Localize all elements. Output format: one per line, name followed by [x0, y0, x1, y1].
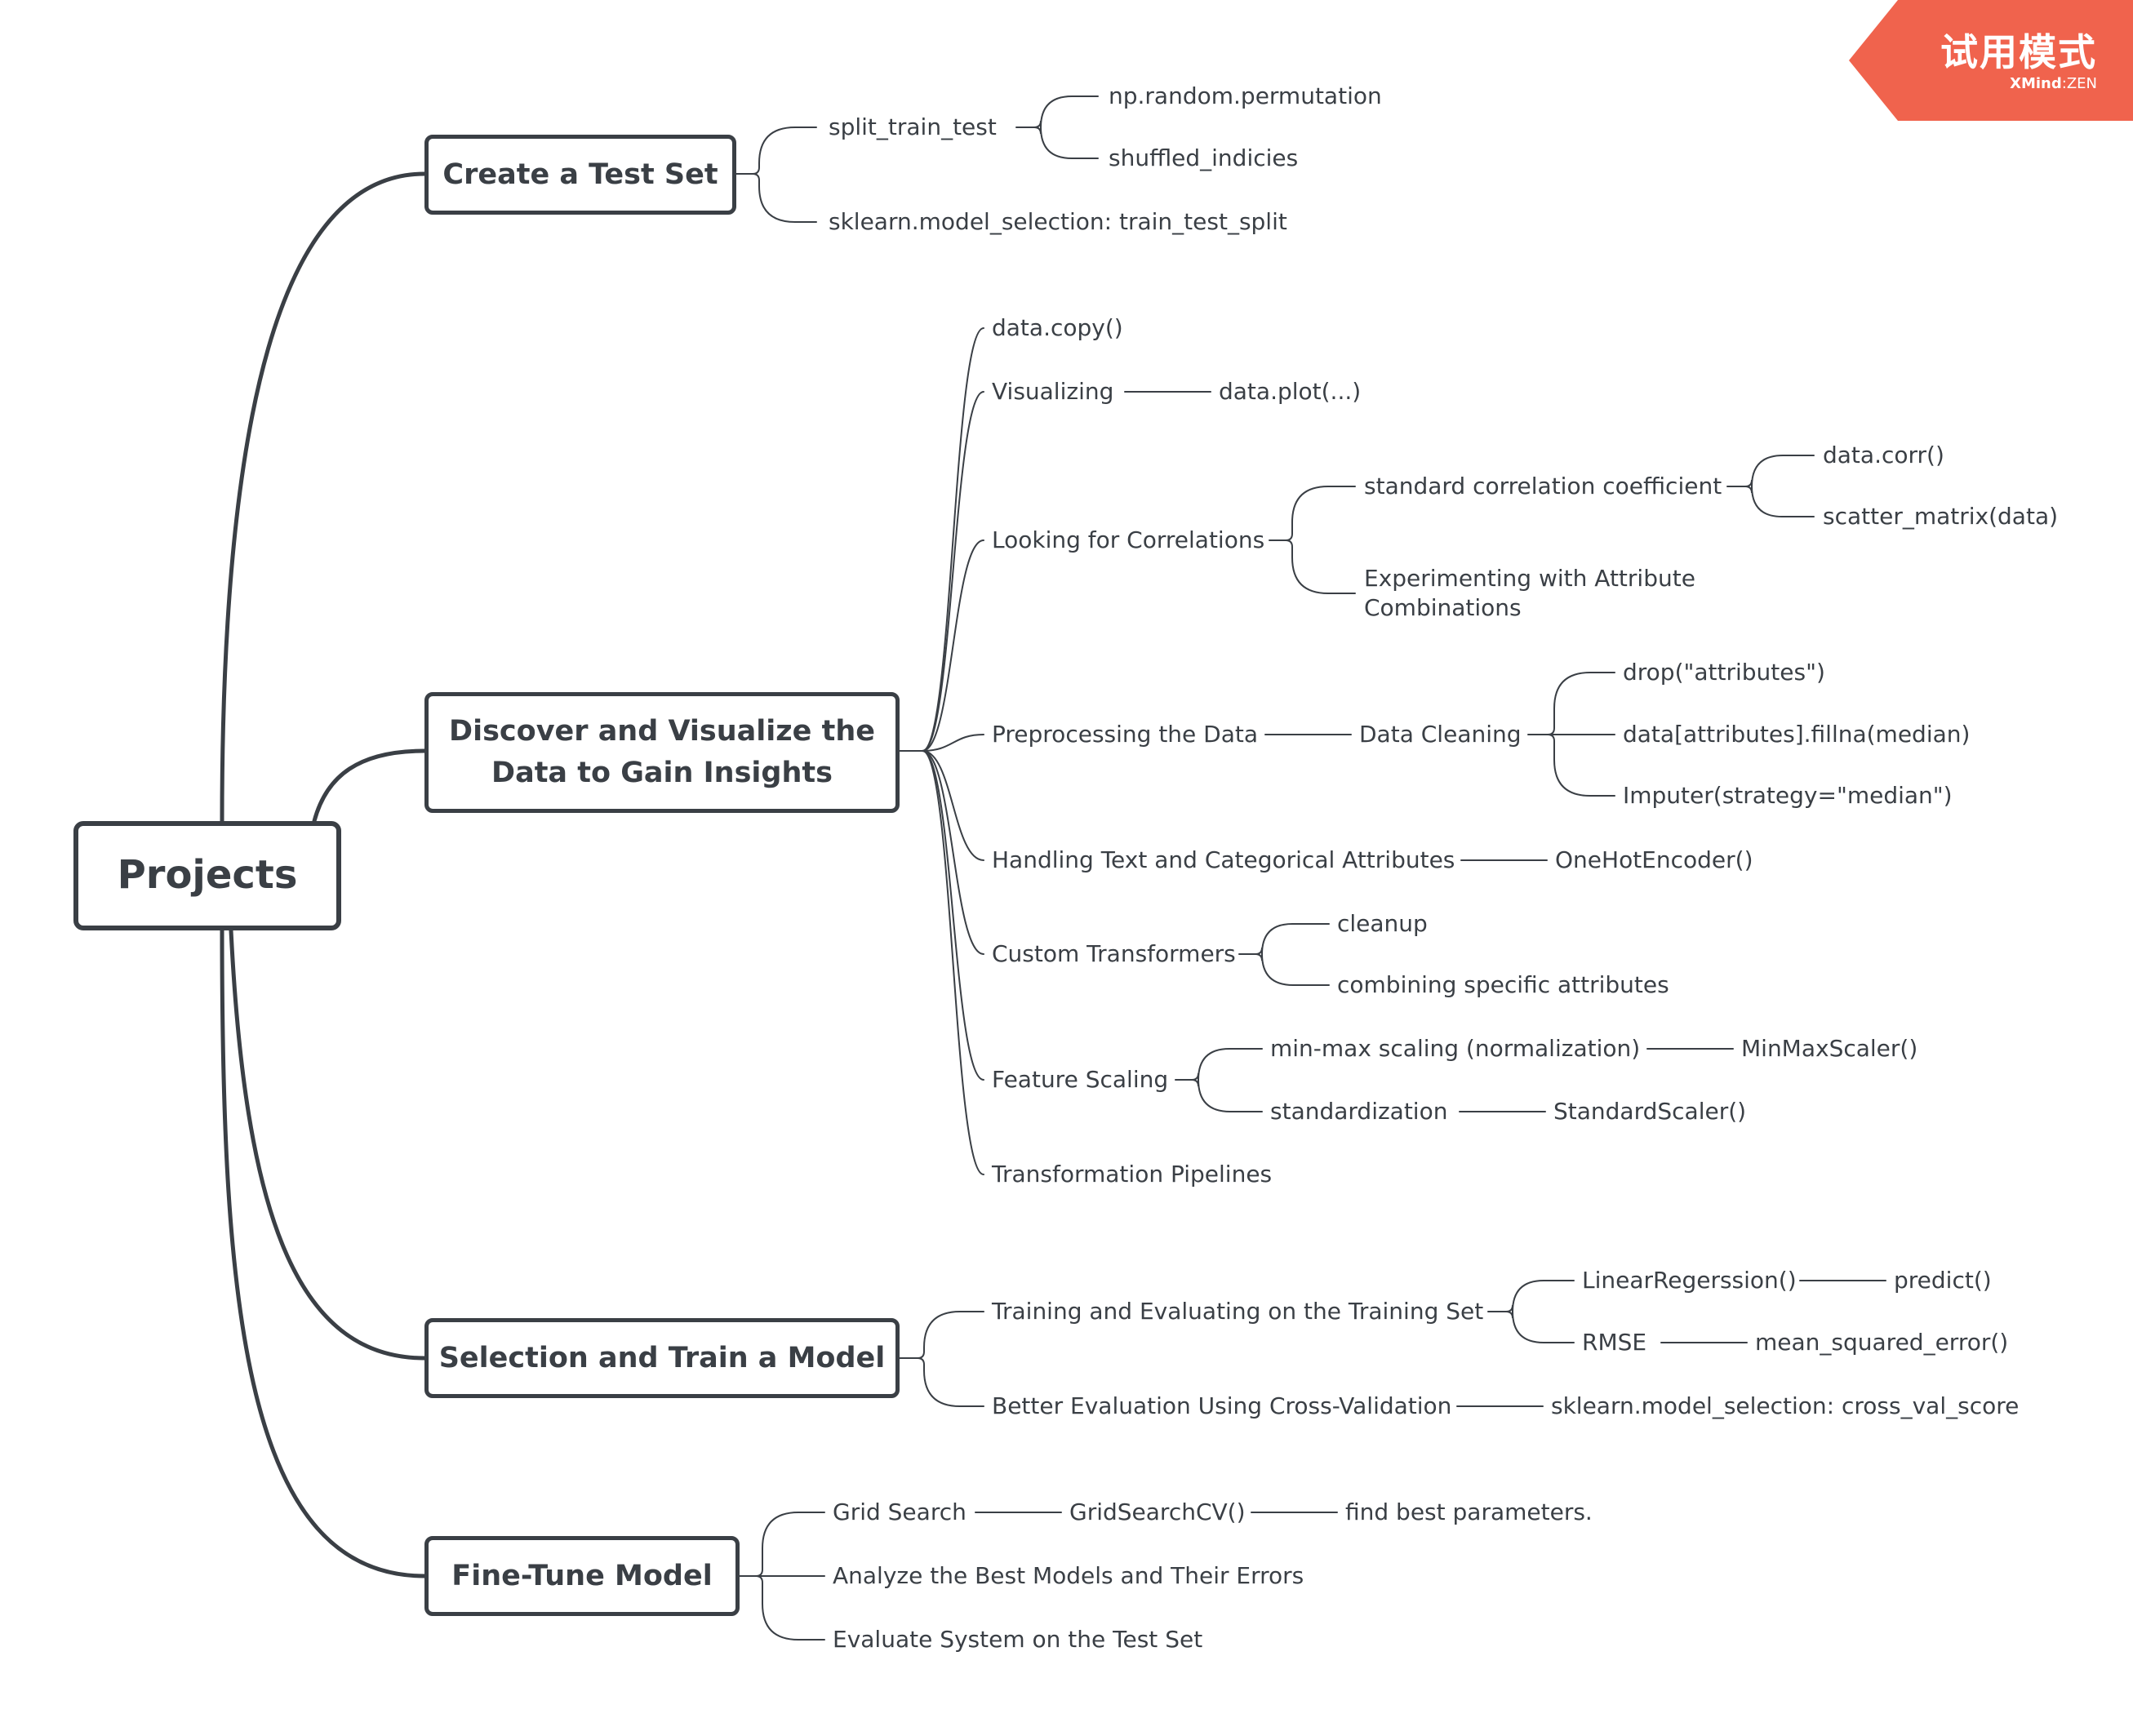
node-looking-for-correlations[interactable]: Looking for Correlations: [992, 526, 1265, 553]
root-link-select: [229, 928, 427, 1361]
discover-branch-line: [922, 327, 984, 752]
cleaning-branch-line: [1547, 734, 1615, 797]
node-find-best-parameters[interactable]: find best parameters.: [1345, 1498, 1593, 1525]
discover-branch-line: [922, 734, 984, 752]
node-gridsearchcv[interactable]: GridSearchCV(): [1069, 1498, 1246, 1525]
finetune-branch-line: [755, 1512, 825, 1577]
node-visualizing[interactable]: Visualizing: [992, 378, 1114, 405]
node-preprocessing[interactable]: Preprocessing the Data: [992, 721, 1259, 748]
node-data-plot[interactable]: data.plot(...): [1219, 378, 1362, 405]
topic-selection-train[interactable]: Selection and Train a Model: [424, 1318, 900, 1398]
split-branch-line: [1033, 127, 1099, 159]
node-linear-regression[interactable]: LinearRegerssion(): [1582, 1267, 1797, 1294]
node-standardization[interactable]: standardization: [1270, 1098, 1448, 1125]
node-combining-attributes[interactable]: combining specific attributes: [1337, 971, 1669, 998]
node-drop-attributes[interactable]: drop("attributes"): [1623, 659, 1825, 686]
node-minmaxscaler[interactable]: MinMaxScaler(): [1741, 1035, 1918, 1062]
node-onehotencoder[interactable]: OneHotEncoder(): [1555, 846, 1753, 873]
node-scatter-matrix[interactable]: scatter_matrix(data): [1823, 503, 2059, 530]
node-standardscaler[interactable]: StandardScaler(): [1553, 1098, 1747, 1125]
node-shuffled-indicies[interactable]: shuffled_indicies: [1109, 144, 1299, 171]
node-cleanup[interactable]: cleanup: [1337, 910, 1428, 937]
node-training-evaluating[interactable]: Training and Evaluating on the Training …: [992, 1298, 1484, 1325]
cleaning-branch-line: [1547, 672, 1615, 735]
scaling-branch-line: [1191, 1048, 1263, 1081]
finetune-branch-line: [755, 1575, 825, 1641]
badge-brand-name: XMind: [2010, 75, 2062, 92]
trial-mode-badge: 试用模式 XMind:ZEN: [1849, 0, 2133, 121]
node-rmse[interactable]: RMSE: [1582, 1329, 1647, 1356]
custom-branch-line: [1255, 923, 1330, 955]
node-experimenting-attributes[interactable]: Experimenting with Attribute Combination…: [1364, 565, 1695, 621]
node-grid-search[interactable]: Grid Search: [833, 1498, 967, 1525]
node-custom-transformers[interactable]: Custom Transformers: [992, 940, 1236, 967]
test-set-branch-line: [752, 173, 817, 223]
node-minmax-scaling[interactable]: min-max scaling (normalization): [1270, 1035, 1641, 1062]
node-fillna-median[interactable]: data[attributes].fillna(median): [1623, 721, 1971, 748]
node-sklearn-train-test-split[interactable]: sklearn.model_selection: train_test_spli…: [829, 208, 1287, 235]
badge-title: 试用模式: [1940, 30, 2097, 74]
topic-fine-tune[interactable]: Fine-Tune Model: [424, 1536, 740, 1616]
node-evaluate-system[interactable]: Evaluate System on the Test Set: [833, 1626, 1203, 1653]
std-corr-branch-line: [1744, 486, 1815, 517]
badge-brand: XMind:ZEN: [2010, 75, 2097, 92]
correlations-branch-line: [1285, 486, 1356, 541]
root-link-finetune: [220, 928, 427, 1578]
node-data-corr[interactable]: data.corr(): [1823, 442, 1944, 468]
node-cross-val-score[interactable]: sklearn.model_selection: cross_val_score: [1551, 1392, 2020, 1419]
badge-shape: [1849, 0, 2133, 121]
root-topic-projects[interactable]: Projects: [73, 821, 341, 930]
badge-brand-separator: :: [2061, 75, 2067, 92]
discover-branch-line: [922, 750, 984, 1081]
discover-branch-line: [922, 750, 984, 1175]
node-better-evaluation[interactable]: Better Evaluation Using Cross-Validation: [992, 1392, 1452, 1419]
node-split-train-test[interactable]: split_train_test: [829, 113, 997, 140]
topic-create-test-set[interactable]: Create a Test Set: [424, 135, 736, 215]
node-feature-scaling[interactable]: Feature Scaling: [992, 1066, 1169, 1093]
node-np-random-permutation[interactable]: np.random.permutation: [1109, 82, 1382, 109]
discover-branch-line: [922, 750, 984, 861]
custom-branch-line: [1255, 953, 1330, 986]
select-branch-line: [917, 1357, 984, 1407]
scaling-branch-line: [1191, 1079, 1263, 1112]
badge-brand-edition: ZEN: [2066, 75, 2097, 92]
node-standard-correlation[interactable]: standard correlation coefficient: [1364, 473, 1722, 499]
test-set-branch-line: [752, 127, 817, 175]
node-imputer[interactable]: Imputer(strategy="median"): [1623, 782, 1953, 809]
select-branch-line: [917, 1311, 984, 1359]
discover-branch-line: [922, 539, 984, 752]
root-link-test-set: [220, 171, 427, 824]
discover-branch-line: [922, 750, 984, 955]
node-handling-text[interactable]: Handling Text and Categorical Attributes: [992, 846, 1455, 873]
root-link-discover: [312, 748, 427, 824]
std-corr-branch-line: [1744, 455, 1815, 487]
discover-branch-line: [922, 391, 984, 752]
training-branch-line: [1505, 1280, 1575, 1312]
node-predict[interactable]: predict(): [1894, 1267, 1992, 1294]
split-branch-line: [1033, 95, 1099, 128]
node-data-copy[interactable]: data.copy(): [992, 314, 1123, 341]
topic-discover-visualize[interactable]: Discover and Visualize the Data to Gain …: [424, 692, 900, 813]
training-branch-line: [1505, 1311, 1575, 1343]
node-analyze-best-models[interactable]: Analyze the Best Models and Their Errors: [833, 1562, 1304, 1589]
node-mean-squared-error[interactable]: mean_squared_error(): [1755, 1329, 2009, 1356]
node-data-cleaning[interactable]: Data Cleaning: [1359, 721, 1522, 748]
correlations-branch-line: [1285, 539, 1356, 594]
node-transformation-pipelines[interactable]: Transformation Pipelines: [992, 1161, 1273, 1188]
